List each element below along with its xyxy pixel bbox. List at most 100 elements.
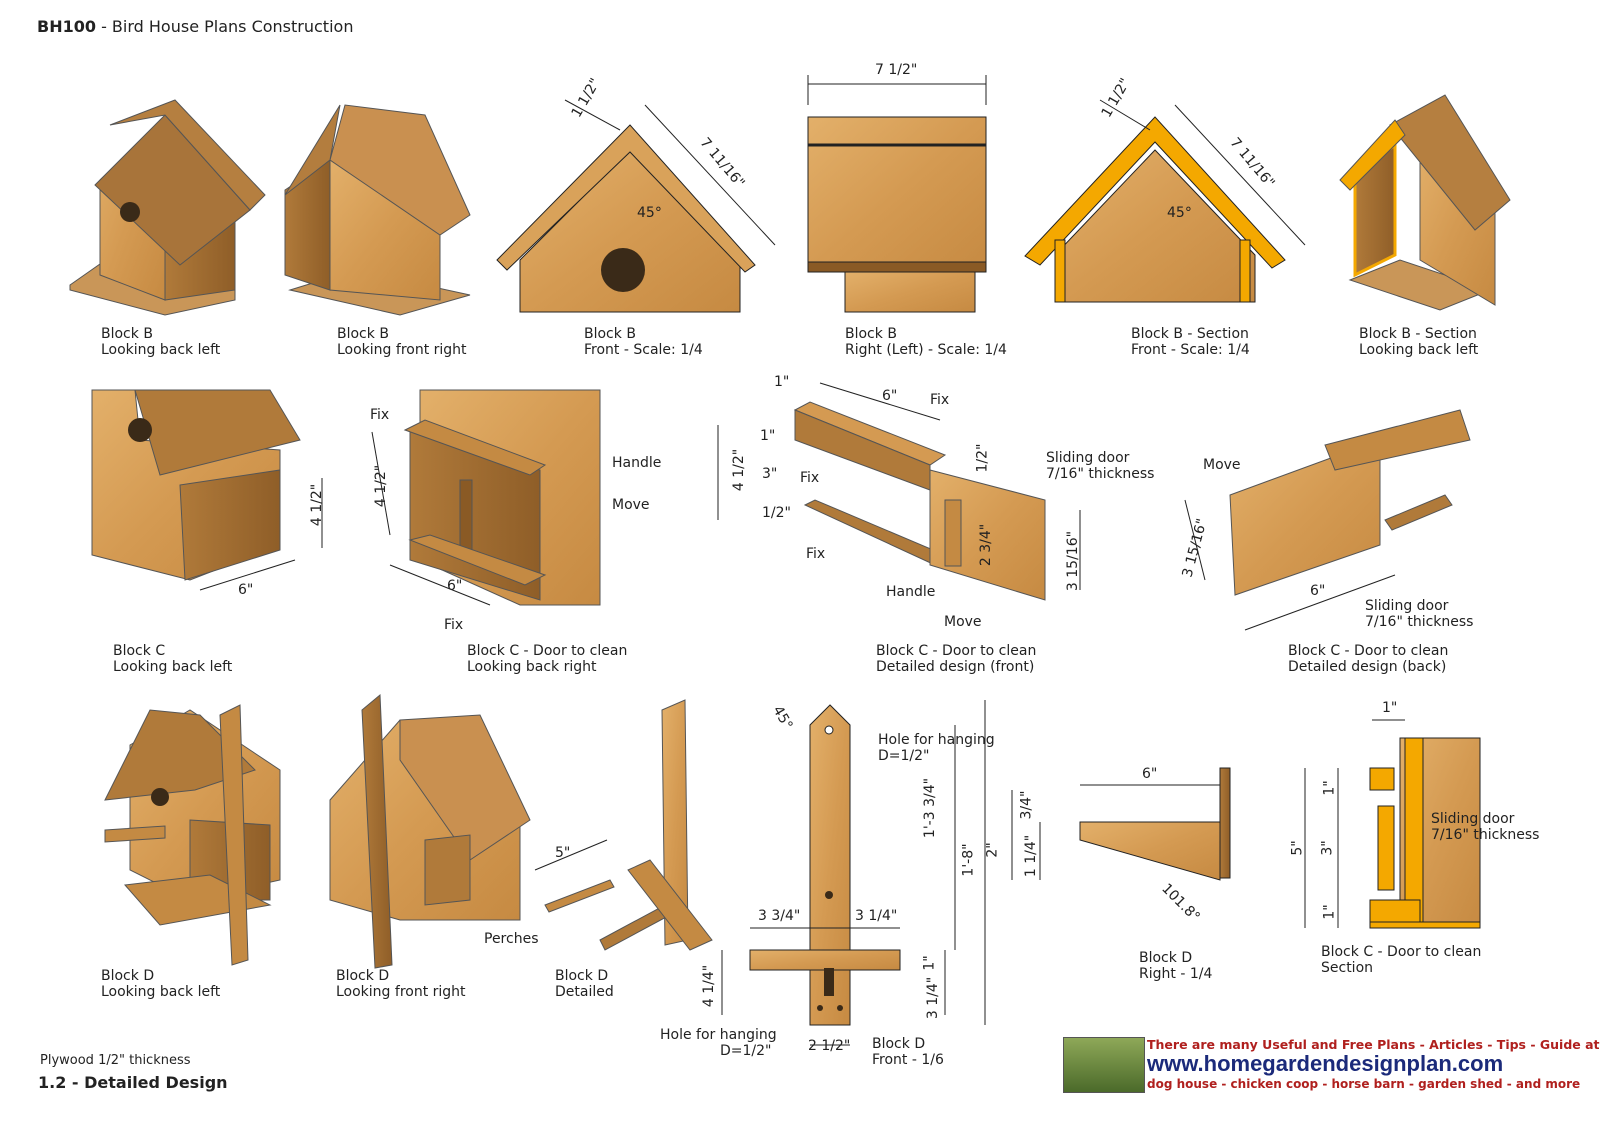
dim-df-414: 4 1/4" — [701, 964, 718, 1008]
caption-line1: Block B — [845, 326, 897, 342]
caption-line1: Block C - Door to clean — [1288, 643, 1449, 659]
callout-sliding-door-1-l1: Sliding door — [1046, 450, 1130, 466]
dim-dr-6: 6" — [1142, 766, 1158, 782]
callout-sliding-door-1-l2: 7/16" thickness — [1046, 466, 1155, 482]
dim-cf-1: 1" — [774, 374, 790, 390]
dim-cf-12: 1/2" — [762, 505, 791, 521]
birdhouse-c-door-back-detail — [1229, 409, 1471, 596]
dim-cs-5: 5" — [1289, 840, 1306, 856]
caption-line2: Front - Scale: 1/4 — [1131, 342, 1250, 358]
dim-cf-3: 3" — [762, 466, 778, 482]
caption-line1: Block C - Door to clean — [467, 643, 628, 659]
birdhouse-b-right-elevation — [807, 116, 987, 313]
ad-website-link[interactable]: www.homegardendesignplan.com — [1147, 1051, 1504, 1076]
caption-line2: Front - 1/6 — [872, 1052, 944, 1068]
dim-c2-width: 6" — [447, 578, 463, 594]
callout-hole-top-l2: D=1/2" — [878, 748, 930, 764]
dim-b-right-width: 7 1/2" — [875, 62, 918, 78]
dim-cf-234: 2 3/4" — [978, 523, 995, 567]
callout-sliding-door-3-l2: 7/16" thickness — [1431, 827, 1540, 843]
birdhouse-c-back-left — [91, 389, 301, 581]
caption-line2: Looking front right — [337, 342, 467, 358]
callout-hole-bottom-l2: D=1/2" — [720, 1043, 772, 1059]
caption-line2: Detailed design (back) — [1288, 659, 1447, 675]
dim-cf-31516: 3 15/16" — [1065, 530, 1082, 592]
barn-photo — [1063, 1037, 1145, 1093]
dim-cf-12b: 1/2" — [974, 443, 991, 473]
caption-line2: Looking front right — [336, 984, 466, 1000]
dim-df-18: 1'-8" — [960, 843, 977, 877]
dim-cs-1b: 1" — [1321, 904, 1338, 920]
ad-tagline: There are many Useful and Free Plans - A… — [1147, 1037, 1600, 1052]
dim-c-width: 6" — [238, 582, 254, 598]
callout-hole-bottom-l1: Hole for hanging — [660, 1027, 777, 1043]
dim-c2-height: 4 1/2" — [373, 464, 390, 508]
caption-line1: Block D — [336, 968, 390, 984]
caption-line2: Section — [1321, 960, 1374, 976]
dim-bs-angle: 45° — [1167, 205, 1192, 221]
dim-dr-2: 2" — [984, 842, 1001, 858]
ad-categories: dog house - chicken coop - horse barn - … — [1147, 1077, 1581, 1091]
birdhouse-b-section-back-left — [1339, 94, 1511, 311]
caption-line1: Block D — [872, 1036, 926, 1052]
caption-line1: Block B - Section — [1359, 326, 1477, 342]
callout-fix-2: Fix — [444, 617, 464, 633]
caption-line1: Block B - Section — [1131, 326, 1249, 342]
caption-line1: Block C — [113, 643, 166, 659]
caption-line2: Right (Left) - Scale: 1/4 — [845, 342, 1007, 358]
caption-line2: Looking back left — [1359, 342, 1479, 358]
callout-perches: Perches — [484, 931, 539, 947]
birdhouse-c-door-back-right — [403, 389, 601, 606]
door-c-section — [1369, 737, 1481, 929]
caption-line1: Block B — [584, 326, 636, 342]
dim-cs-1top: 1" — [1382, 700, 1398, 716]
caption-line2: Right - 1/4 — [1139, 966, 1213, 982]
callout-move-1: Move — [612, 497, 650, 513]
birdhouse-d-front-right — [329, 693, 531, 969]
caption-line1: Block B — [101, 326, 153, 342]
callout-fix-1: Fix — [370, 407, 390, 423]
dim-cf-1b: 1" — [760, 428, 776, 444]
dim-cf-6: 6" — [882, 388, 898, 404]
dim-df-334: 3 3/4" — [758, 908, 801, 924]
dim-b-angle: 45° — [637, 205, 662, 221]
birdhouse-b-back-left — [69, 99, 266, 316]
caption-line2: Looking back left — [101, 342, 221, 358]
callout-sliding-door-2-l1: Sliding door — [1365, 598, 1449, 614]
dim-cs-3: 3" — [1319, 840, 1336, 856]
ad-banner[interactable]: There are many Useful and Free Plans - A… — [1063, 1037, 1600, 1093]
dim-df-1: 1" — [921, 955, 938, 971]
callout-move-3: Move — [1203, 457, 1241, 473]
callout-fix-5: Fix — [806, 546, 826, 562]
dim-dr-34: 3/4" — [1018, 790, 1035, 820]
birdhouse-b-front-right — [284, 104, 471, 316]
caption-line2: Detailed design (front) — [876, 659, 1035, 675]
caption-line1: Block C - Door to clean — [1321, 944, 1482, 960]
caption-line2: Looking back left — [113, 659, 233, 675]
birdhouse-c-door-front-detail — [793, 401, 1046, 601]
caption-line1: Block D — [555, 968, 609, 984]
page-title: BH100 - Bird House Plans Construction — [37, 17, 353, 36]
plan-code: BH100 — [37, 17, 96, 36]
birdhouse-d-back-left — [104, 704, 281, 966]
dimension-lines — [199, 75, 1405, 1046]
birdhouse-b-section-front — [1024, 116, 1286, 303]
caption-line2: Looking back right — [467, 659, 597, 675]
callout-hole-top-l1: Hole for hanging — [878, 732, 995, 748]
caption-line1: Block B — [337, 326, 389, 342]
